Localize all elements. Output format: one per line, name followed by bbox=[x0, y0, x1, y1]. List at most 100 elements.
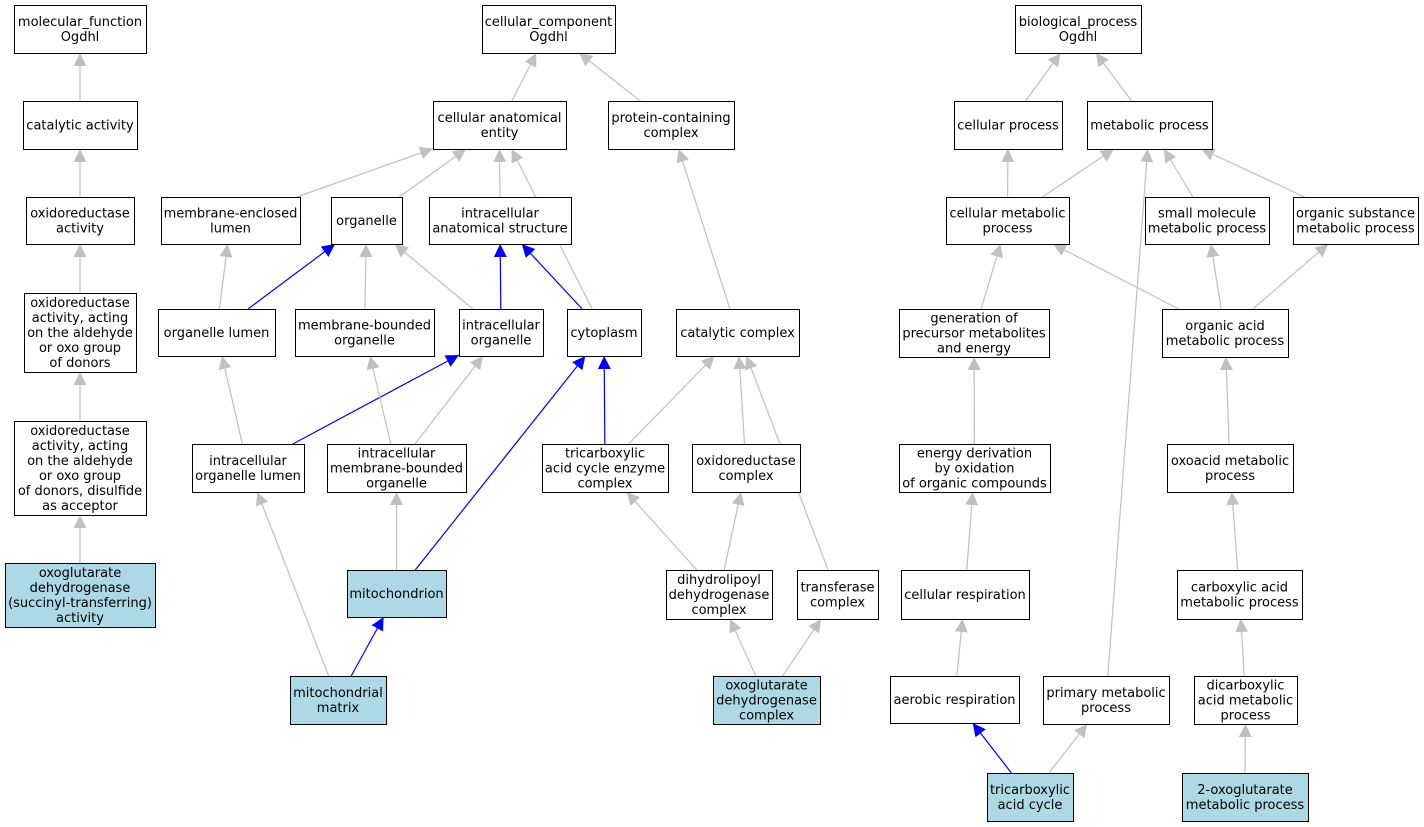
edge-dihydrolipoyl-dh-complex-to-oxidoreductase-complex bbox=[723, 491, 745, 571]
edge-line bbox=[1206, 243, 1222, 310]
edge-line bbox=[1163, 148, 1194, 198]
edge-line bbox=[359, 243, 373, 310]
edge-mitochondrial-matrix-to-mitochondrion bbox=[350, 616, 385, 677]
edge-line bbox=[350, 616, 385, 677]
node-label-line: complex bbox=[577, 477, 632, 492]
node-catalytic-activity[interactable]: catalytic activity bbox=[23, 101, 138, 150]
node-box bbox=[946, 197, 1070, 245]
node-label-line: oxoacid metabolic bbox=[1171, 454, 1289, 469]
node-box bbox=[14, 5, 147, 54]
node-metabolic-process[interactable]: metabolic process bbox=[1087, 101, 1213, 150]
node-label-line: organelle bbox=[471, 334, 532, 349]
edge-intracellular-membrane-bounded-organelle-to-intracellular-organelle bbox=[414, 355, 484, 445]
node-label-line: cellular process bbox=[957, 119, 1059, 134]
node-organelle[interactable]: organelle bbox=[331, 197, 403, 245]
node-label-line: metabolic process bbox=[1296, 222, 1415, 237]
node-label-line: primary metabolic bbox=[1046, 686, 1165, 701]
edge-line bbox=[972, 722, 1012, 774]
node-label-line: acid cycle enzyme bbox=[545, 462, 665, 477]
edge-intracellular-membrane-bounded-organelle-to-membrane-bounded-organelle bbox=[366, 355, 392, 445]
node-label-line: tricarboxylic bbox=[990, 783, 1070, 798]
node-label-line: dehydrogenase bbox=[30, 581, 131, 596]
node-label-line: cellular anatomical bbox=[438, 111, 562, 126]
node-cytoplasm[interactable]: cytoplasm bbox=[567, 309, 642, 357]
node-label-line: metabolic process bbox=[1090, 119, 1209, 134]
edge-cellular-metabolic-process-to-metabolic-process bbox=[1042, 148, 1115, 198]
node-box bbox=[797, 570, 879, 620]
node-label-line: complex bbox=[691, 603, 746, 618]
edge-line bbox=[965, 491, 979, 571]
node-label-line: 2-oxoglutarate bbox=[1197, 783, 1293, 798]
edge-cellular-respiration-to-energy-derivation bbox=[965, 491, 979, 571]
node-label-line: energy derivation bbox=[917, 447, 1032, 462]
edge-line bbox=[954, 618, 968, 677]
edge-intracellular-organelle-to-intracellular-anatomical-structure bbox=[493, 243, 507, 310]
node-box bbox=[459, 309, 544, 357]
node-box bbox=[433, 101, 567, 150]
node-box bbox=[1087, 101, 1213, 150]
node-label-line: as acceptor bbox=[42, 499, 118, 514]
node-box bbox=[901, 570, 1030, 620]
node-label-line: cellular_component bbox=[485, 15, 613, 30]
edge-line bbox=[1201, 148, 1306, 198]
node-label-line: organelle bbox=[336, 214, 397, 229]
node-label-line: on the aldehyde bbox=[27, 326, 133, 341]
node-box bbox=[161, 197, 301, 245]
edge-line bbox=[493, 243, 507, 310]
node-label-line: anatomical structure bbox=[432, 222, 567, 237]
edge-line bbox=[980, 243, 1004, 310]
edge-carboxylic-acid-metabolic-process-to-oxoacid-metabolic-process bbox=[1226, 491, 1240, 571]
node-label-line: organelle bbox=[366, 477, 427, 492]
node-box bbox=[1293, 197, 1419, 245]
node-aerobic-respiration[interactable]: aerobic respiration bbox=[890, 676, 1020, 724]
node-label-line: dehydrogenase bbox=[669, 588, 770, 603]
node-oxoglutarate-dh-activity[interactable]: oxoglutaratedehydrogenase(succinyl-trans… bbox=[5, 563, 156, 628]
edge-metabolic-process-to-bp-root bbox=[1095, 52, 1133, 102]
node-box bbox=[567, 309, 642, 357]
node-box bbox=[1177, 570, 1303, 620]
node-label-line: process bbox=[1081, 701, 1131, 716]
node-label-line: membrane-bounded bbox=[298, 319, 431, 334]
edge-line bbox=[366, 355, 392, 445]
node-mitochondrion[interactable]: mitochondrion bbox=[347, 570, 447, 618]
node-organelle-lumen[interactable]: organelle lumen bbox=[158, 309, 276, 357]
node-catalytic-complex[interactable]: catalytic complex bbox=[676, 309, 800, 357]
node-cellular-process[interactable]: cellular process bbox=[954, 101, 1063, 150]
edge-generation-of-precursor-to-cellular-metabolic-process bbox=[980, 243, 1004, 310]
node-cellular-respiration[interactable]: cellular respiration bbox=[901, 570, 1030, 620]
node-label-line: Ogdhl bbox=[61, 30, 100, 45]
node-label-line: process bbox=[1205, 469, 1255, 484]
